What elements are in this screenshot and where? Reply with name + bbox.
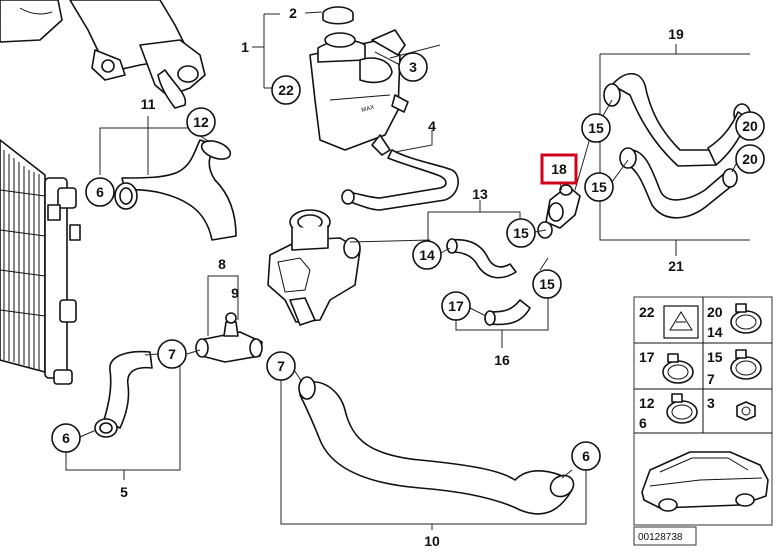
callout-6b: 6 (51, 423, 81, 453)
label-5: 5 (120, 484, 128, 500)
legend-15: 15 (707, 349, 723, 365)
clamp-tab-icon (735, 303, 747, 313)
svg-text:5: 5 (120, 484, 128, 500)
water-pump-housing (0, 0, 206, 109)
callout-12: 12 (186, 107, 216, 137)
svg-text:MAX: MAX (361, 105, 375, 114)
legend-22: 22 (639, 304, 655, 320)
svg-text:2: 2 (289, 5, 297, 21)
svg-text:14: 14 (419, 247, 435, 263)
svg-text:7: 7 (277, 358, 285, 374)
svg-text:9: 9 (231, 285, 239, 301)
diagram-code: 00128738 (633, 526, 697, 546)
legend-12: 12 (639, 395, 655, 411)
hose-4 (341, 149, 459, 211)
svg-text:16: 16 (494, 352, 510, 368)
callout-20a: 20 (735, 111, 765, 141)
svg-text:15: 15 (591, 179, 607, 195)
callout-15a: 15 (581, 113, 611, 143)
car-silhouette-icon (641, 451, 769, 512)
callout-15d: 15 (584, 172, 614, 202)
callout-15b: 15 (506, 218, 536, 248)
svg-text:17: 17 (448, 298, 464, 314)
svg-text:15: 15 (588, 120, 604, 136)
hose-10 (298, 376, 575, 515)
svg-text:3: 3 (409, 59, 417, 75)
label-10: 10 (424, 533, 440, 549)
label-13: 13 (472, 186, 488, 202)
callout-17: 17 (441, 291, 471, 321)
svg-text:21: 21 (668, 258, 684, 274)
label-2: 2 (289, 5, 297, 21)
legend-3: 3 (707, 395, 715, 411)
svg-text:20: 20 (742, 118, 758, 134)
callout-22: 22 (271, 75, 301, 105)
svg-text:19: 19 (668, 26, 684, 42)
svg-text:15: 15 (513, 225, 529, 241)
label-1: 1 (241, 39, 249, 55)
svg-text:18: 18 (551, 161, 567, 177)
label-16: 16 (494, 352, 510, 368)
hose-17 (484, 299, 531, 326)
svg-text:22: 22 (278, 82, 294, 98)
leader-lines (65, 11, 750, 530)
legend-17: 17 (639, 349, 655, 365)
svg-text:11: 11 (141, 96, 156, 112)
hose-21 (619, 147, 738, 219)
svg-text:4: 4 (428, 118, 436, 134)
svg-text:15: 15 (539, 276, 555, 292)
radiator (0, 139, 81, 385)
callout-7b: 7 (266, 351, 296, 381)
hose-11 (114, 139, 237, 241)
callout-18-highlight: 18 (540, 153, 578, 185)
legend-6: 6 (639, 415, 647, 431)
nut-icon (736, 401, 756, 421)
callout-15c: 15 (532, 269, 562, 299)
svg-text:10: 10 (424, 533, 440, 549)
thermostat-housing (267, 209, 361, 326)
valve-18 (537, 184, 581, 239)
callout-20b: 20 (735, 144, 765, 174)
legend-14: 14 (707, 324, 723, 340)
hose-14 (446, 238, 517, 279)
label-21: 21 (668, 258, 684, 274)
label-8: 8 (218, 256, 226, 272)
svg-text:6: 6 (96, 184, 104, 200)
callout-7a: 7 (157, 339, 187, 369)
callout-14: 14 (412, 240, 442, 270)
label-11: 11 (141, 96, 156, 112)
label-19: 19 (668, 26, 684, 42)
svg-text:7: 7 (168, 346, 176, 362)
legend-20: 20 (707, 304, 723, 320)
callout-6a: 6 (85, 177, 115, 207)
callout-3: 3 (398, 52, 428, 82)
svg-text:8: 8 (218, 256, 226, 272)
svg-text:20: 20 (742, 151, 758, 167)
svg-text:13: 13 (472, 186, 488, 202)
legend-7: 7 (707, 371, 715, 387)
t-piece-8 (195, 312, 263, 363)
expansion-tank: MAX (309, 6, 409, 156)
svg-text:6: 6 (62, 430, 70, 446)
svg-text:1: 1 (241, 39, 249, 55)
svg-text:00128738: 00128738 (638, 532, 683, 543)
svg-text:6: 6 (582, 448, 590, 464)
svg-text:12: 12 (193, 114, 209, 130)
hose-5 (94, 350, 153, 438)
label-9: 9 (231, 285, 239, 301)
label-4: 4 (428, 118, 436, 134)
callout-6c: 6 (571, 441, 601, 471)
legend-panel: 22 20 14 17 15 7 12 6 3 (633, 296, 773, 526)
